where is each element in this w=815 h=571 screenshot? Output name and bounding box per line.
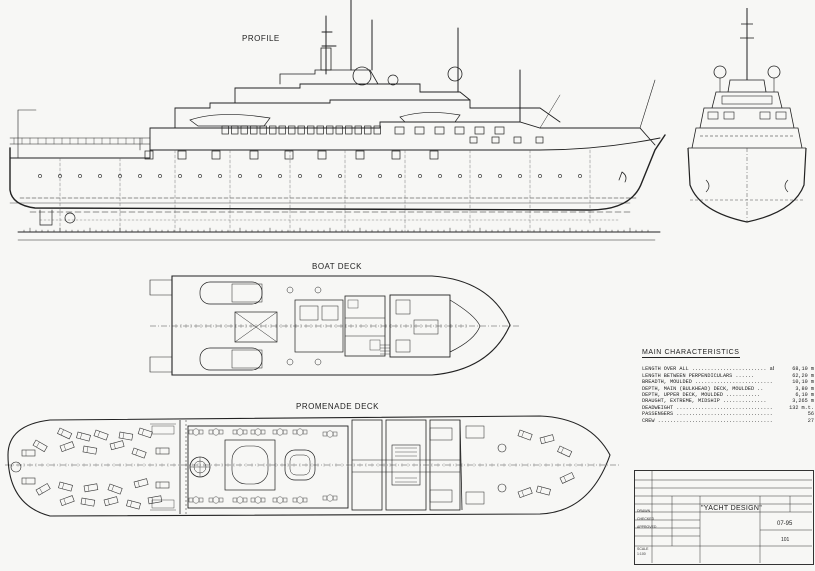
characteristic-value: 10,10 m xyxy=(792,379,814,386)
characteristic-row: DEPTH, UPPER DECK, MOULDED ........... 6,… xyxy=(642,392,814,398)
title-block: "YACHT DESIGN" 07-95 101 SCALE 1:100 DRA… xyxy=(634,470,814,565)
characteristic-value: 62,20 m xyxy=(792,372,814,379)
boat-deck-plan xyxy=(149,275,520,376)
row-label-checked: CHECKED xyxy=(637,517,655,521)
characteristic-label: DEPTH, UPPER DECK, MOULDED ........... xyxy=(642,392,761,399)
characteristic-label: CREW ...................................… xyxy=(642,417,774,424)
characteristic-label: BREADTH, MOULDED .......................… xyxy=(642,379,773,386)
title-block-grid xyxy=(634,470,812,563)
scale-value: 1:100 xyxy=(637,552,646,556)
main-characteristics-table: MAIN CHARACTERISTICS LENGTH OVER ALL ...… xyxy=(642,349,814,424)
row-label-drawn: DRAWN xyxy=(637,509,651,513)
characteristic-value: 27 xyxy=(807,417,814,424)
characteristic-row: DRAUGHT, EXTREME, MIDSHIP ..............… xyxy=(642,398,814,404)
scale-label: SCALE xyxy=(637,547,649,551)
characteristic-row: PASSENGERS .............................… xyxy=(642,411,814,417)
characteristic-row: BREADTH, MOULDED .......................… xyxy=(642,379,814,385)
characteristic-value: 68,10 m xyxy=(792,366,814,373)
front-view xyxy=(687,8,807,223)
characteristic-label: DEPTH, MAIN (BULKHEAD) DECK, MOULDED .. xyxy=(642,385,764,392)
characteristic-row: DEPTH, MAIN (BULKHEAD) DECK, MOULDED .. 3… xyxy=(642,386,814,392)
characteristic-row: CREW ...................................… xyxy=(642,418,814,424)
boat-deck-title: BOAT DECK xyxy=(312,262,362,271)
profile-view xyxy=(9,0,666,241)
characteristic-label: DRAUGHT, EXTREME, MIDSHIP .............. xyxy=(642,398,767,405)
characteristic-value: 3,265 m xyxy=(792,398,814,405)
characteristic-row: DEADWEIGHT .............................… xyxy=(642,405,814,411)
sheet-number: 101 xyxy=(781,537,790,543)
project-title: "YACHT DESIGN" xyxy=(701,505,763,512)
characteristic-label: DEADWEIGHT .............................… xyxy=(642,404,774,411)
drawing-number: 07-95 xyxy=(777,521,793,527)
row-label-approved: APPROVED xyxy=(637,525,657,529)
characteristic-value: 132 m.t. xyxy=(789,404,814,411)
characteristic-row: LENGTH BETWEEN PERPENDICULARS ...... 62,2… xyxy=(642,373,814,379)
main-characteristics-title: MAIN CHARACTERISTICS xyxy=(642,349,740,359)
characteristic-row: LENGTH OVER ALL ........................… xyxy=(642,366,814,372)
characteristic-label: LENGTH OVER ALL ........................… xyxy=(642,366,774,373)
characteristic-value: 56 xyxy=(807,411,814,418)
promenade-deck-plan xyxy=(5,415,620,517)
characteristic-label: PASSENGERS .............................… xyxy=(642,411,774,418)
characteristic-value: 6,10 m xyxy=(795,392,814,399)
promenade-deck-title: PROMENADE DECK xyxy=(296,402,380,411)
characteristic-value: 3,80 m xyxy=(795,385,814,392)
characteristic-label: LENGTH BETWEEN PERPENDICULARS ...... xyxy=(642,372,755,379)
profile-view-title: PROFILE xyxy=(242,34,280,43)
